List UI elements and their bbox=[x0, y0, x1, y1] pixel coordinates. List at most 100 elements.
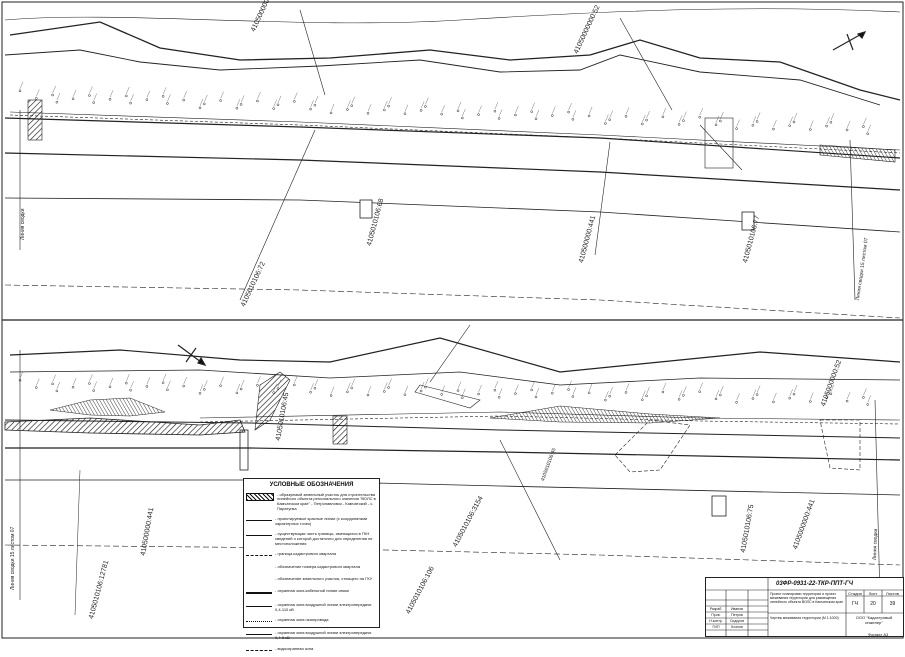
survey-points-bottom bbox=[18, 371, 871, 406]
road-edge bbox=[4, 197, 901, 233]
survey-point-tick bbox=[146, 377, 151, 385]
survey-point-tick bbox=[642, 114, 646, 123]
survey-point-tick bbox=[420, 101, 425, 109]
boundary-line bbox=[9, 21, 901, 101]
survey-point bbox=[866, 132, 869, 135]
person-name: Петров bbox=[731, 613, 743, 617]
survey-point-tick bbox=[240, 95, 245, 103]
survey-point bbox=[440, 393, 443, 396]
survey-point bbox=[682, 394, 685, 397]
survey-point bbox=[219, 384, 222, 387]
survey-point bbox=[387, 104, 390, 108]
survey-point-tick bbox=[773, 392, 777, 400]
title-block-grid bbox=[706, 578, 903, 636]
survey-point bbox=[235, 106, 239, 110]
survey-point bbox=[125, 94, 128, 98]
survey-point-tick bbox=[367, 104, 372, 112]
survey-point bbox=[862, 125, 865, 128]
leader-line bbox=[499, 439, 561, 561]
survey-point-tick bbox=[494, 381, 499, 389]
survey-point-tick bbox=[404, 385, 409, 393]
survey-point-tick bbox=[625, 383, 630, 391]
survey-point-tick bbox=[146, 90, 151, 98]
legend-text: - проектируемые красные линии (с координ… bbox=[275, 516, 368, 526]
survey-point bbox=[719, 119, 722, 123]
leader-line bbox=[619, 17, 673, 111]
survey-point-tick bbox=[425, 97, 429, 105]
survey-point-tick bbox=[810, 392, 814, 400]
survey-point bbox=[309, 390, 312, 394]
legend-text: - охранная зона кабельной линии связи bbox=[275, 588, 349, 594]
survey-point-tick bbox=[183, 91, 187, 99]
survey-point bbox=[567, 388, 570, 391]
legend-symbol bbox=[246, 555, 272, 562]
survey-point-tick bbox=[715, 115, 720, 123]
survey-point-tick bbox=[441, 385, 445, 393]
survey-point bbox=[682, 119, 685, 122]
survey-point bbox=[677, 398, 681, 401]
boundary-line bbox=[9, 369, 901, 386]
survey-point-tick bbox=[36, 378, 40, 386]
survey-point bbox=[829, 121, 833, 124]
survey-point-tick bbox=[89, 374, 93, 382]
parcel-marker bbox=[711, 495, 727, 517]
survey-point bbox=[608, 394, 611, 398]
survey-point bbox=[809, 128, 812, 131]
survey-point bbox=[719, 393, 722, 397]
survey-point bbox=[129, 101, 132, 105]
survey-point bbox=[18, 379, 22, 382]
legend-text: - обозначение номера кадастрового кварта… bbox=[275, 564, 361, 570]
survey-point bbox=[55, 100, 59, 104]
survey-point bbox=[440, 112, 443, 116]
sheet-value: 20 bbox=[870, 601, 876, 607]
survey-point bbox=[645, 394, 648, 398]
parcel-box bbox=[704, 117, 734, 169]
survey-point-tick bbox=[863, 388, 867, 396]
survey-point-tick bbox=[109, 377, 114, 385]
survey-point-tick bbox=[330, 103, 335, 111]
survey-point bbox=[551, 391, 554, 395]
legend-title: УСЛОВНЫЕ ОБОЗНАЧЕНИЯ bbox=[269, 482, 354, 488]
survey-point bbox=[71, 97, 75, 101]
project-title: Проект планировки территории и проект ме… bbox=[770, 592, 844, 605]
survey-point-tick bbox=[130, 381, 134, 389]
survey-point-tick bbox=[515, 105, 519, 114]
legend-symbol bbox=[246, 565, 272, 571]
survey-point-tick bbox=[277, 379, 282, 387]
survey-point-tick bbox=[535, 109, 540, 117]
survey-point-tick bbox=[162, 87, 167, 95]
survey-point bbox=[35, 386, 38, 389]
survey-point bbox=[825, 396, 828, 400]
survey-point-tick bbox=[273, 383, 277, 391]
survey-point bbox=[755, 120, 759, 123]
survey-point bbox=[604, 122, 607, 125]
survey-point-tick bbox=[257, 376, 261, 384]
survey-point-tick bbox=[588, 383, 593, 391]
person-name: Иванов bbox=[730, 607, 744, 611]
survey-point-tick bbox=[826, 117, 830, 125]
survey-point-tick bbox=[625, 107, 630, 115]
survey-point-tick bbox=[109, 90, 114, 98]
survey-point bbox=[309, 107, 312, 111]
role-label: Разраб. bbox=[709, 607, 723, 611]
survey-point-tick bbox=[678, 115, 683, 123]
survey-point-tick bbox=[588, 106, 593, 114]
survey-point bbox=[329, 394, 333, 397]
survey-point bbox=[329, 111, 333, 115]
survey-point bbox=[862, 396, 865, 399]
survey-point bbox=[419, 389, 423, 393]
survey-point bbox=[624, 115, 628, 118]
survey-point-tick bbox=[199, 384, 204, 392]
survey-point bbox=[366, 393, 370, 397]
legend-text: - существующая часть границы, имеющихся … bbox=[275, 531, 373, 546]
survey-point-tick bbox=[384, 382, 388, 390]
hatched-area bbox=[332, 415, 348, 445]
survey-point-tick bbox=[531, 380, 535, 388]
survey-point bbox=[203, 388, 206, 391]
survey-point-tick bbox=[126, 374, 130, 382]
survey-point bbox=[182, 98, 185, 102]
survey-point bbox=[239, 387, 243, 391]
survey-point bbox=[182, 384, 185, 388]
title-block: 03ФР-0931-22-ТКР-ППТ-ГЧ Стадия Лист Лист… bbox=[705, 577, 904, 637]
survey-point-tick bbox=[89, 86, 93, 94]
